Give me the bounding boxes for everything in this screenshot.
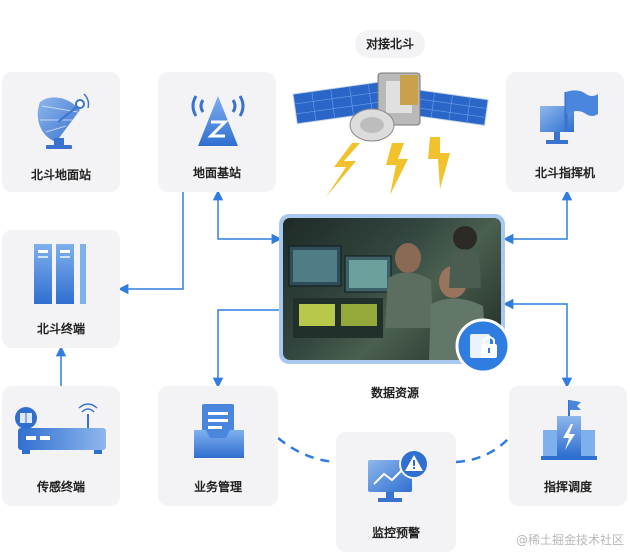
monitor-warning-icon: [368, 450, 429, 502]
building-lightning-icon: [541, 400, 597, 460]
node-label: 北斗终端: [36, 322, 85, 336]
dashed-arc-left: [277, 437, 337, 464]
server-rack-icon: [34, 244, 86, 304]
lock-badge-icon: [455, 318, 511, 374]
signal-tower-icon: [191, 95, 245, 146]
node-label: 业务管理: [193, 480, 242, 494]
node-label: 北斗地面站: [30, 168, 91, 182]
dock-beidou-label: 对接北斗: [355, 30, 425, 58]
node-monitoring-warning[interactable]: 监控预警: [336, 432, 456, 552]
flag-monitor-icon: [540, 90, 598, 144]
document-tray-icon: [194, 404, 244, 458]
node-sensor-terminal[interactable]: 传感终端: [2, 386, 120, 506]
watermark: @稀土掘金技术社区: [515, 533, 624, 547]
data-resource-label: 数据资源: [370, 386, 419, 400]
node-beidou-ground-station[interactable]: 北斗地面站: [2, 72, 120, 192]
satellite-icon: [292, 72, 489, 197]
node-label: 传感终端: [36, 480, 85, 494]
node-label: 监控预警: [371, 526, 420, 540]
node-beidou-terminal[interactable]: 北斗终端: [2, 230, 120, 348]
node-business-management[interactable]: 业务管理: [158, 386, 278, 506]
line-center-to-dispatch: [502, 298, 573, 389]
line-base-to-center: [212, 189, 283, 245]
node-label: 北斗指挥机: [534, 166, 595, 180]
router-device-icon: [15, 403, 106, 454]
node-beidou-command[interactable]: 北斗指挥机: [506, 72, 624, 192]
satellite-dish-icon: [37, 93, 90, 149]
node-label: 指挥调度: [543, 480, 592, 494]
node-label: 地面基站: [192, 166, 241, 180]
line-base-to-terminal: [117, 192, 184, 295]
line-center-to-business: [212, 309, 280, 389]
node-command-dispatch[interactable]: 指挥调度: [509, 386, 627, 506]
dashed-arc-right: [455, 437, 510, 464]
control-room-illustration: [288, 226, 487, 360]
data-resource-photo: [279, 214, 505, 364]
node-ground-base-station[interactable]: 地面基站: [158, 72, 276, 192]
line-command-to-center: [502, 189, 573, 245]
